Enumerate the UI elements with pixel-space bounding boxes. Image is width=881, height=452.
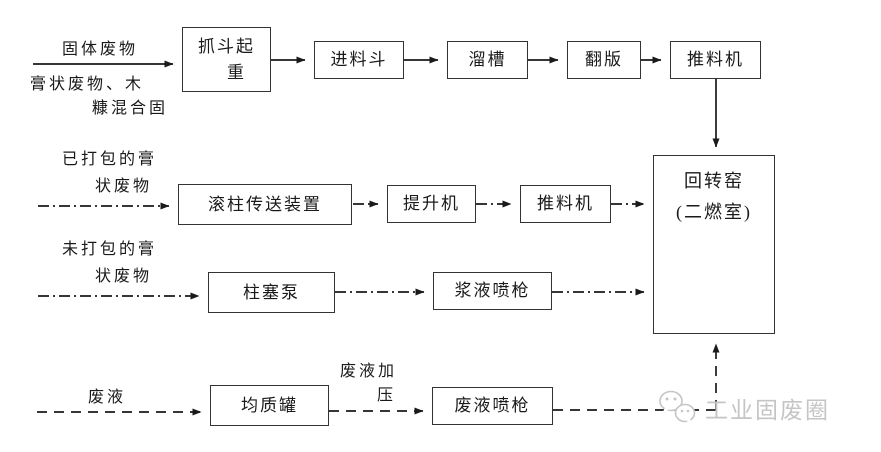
label-paste-wood-line1: 膏状废物、木 bbox=[30, 76, 145, 93]
node-roller-conveyor-label: 滚柱传送装置 bbox=[208, 194, 322, 214]
node-homogenizer-tank: 均质罐 bbox=[210, 385, 329, 426]
node-slurry-spray-gun-label: 浆液喷枪 bbox=[454, 281, 531, 300]
label-unpacked-line2: 状废物 bbox=[95, 268, 153, 285]
node-flip-plate-label: 翻版 bbox=[585, 50, 623, 69]
label-pressurize-line1: 废液加 bbox=[340, 363, 398, 380]
label-paste-wood-line2: 糠混合固 bbox=[92, 100, 169, 117]
node-plunger-pump: 柱塞泵 bbox=[208, 272, 335, 313]
watermark: 工业固废圈 bbox=[655, 389, 830, 426]
node-pusher-1: 推料机 bbox=[670, 41, 761, 79]
node-rotary-kiln-line1: 回转窑 bbox=[684, 171, 744, 191]
node-elevator-label: 提升机 bbox=[403, 194, 460, 213]
node-pusher-2: 推料机 bbox=[520, 185, 611, 223]
node-chute-label: 溜槽 bbox=[468, 50, 507, 69]
label-pressurize-line2: 压 bbox=[377, 387, 397, 404]
node-pusher-2-label: 推料机 bbox=[537, 194, 594, 213]
label-packed-line1: 已打包的膏 bbox=[62, 151, 158, 168]
label-unpacked-line1: 未打包的膏 bbox=[62, 241, 158, 258]
node-feed-hopper-label: 进料斗 bbox=[330, 50, 388, 69]
node-plunger-pump-label: 柱塞泵 bbox=[243, 282, 300, 302]
node-waste-liquid-spray-gun-label: 废液喷枪 bbox=[454, 396, 531, 415]
node-slurry-spray-gun: 浆液喷枪 bbox=[433, 272, 552, 310]
node-chute: 溜槽 bbox=[447, 41, 528, 79]
node-rotary-kiln-line2: (二燃室) bbox=[676, 202, 752, 222]
node-elevator: 提升机 bbox=[387, 185, 476, 223]
label-solid-waste: 固体废物 bbox=[62, 41, 139, 58]
node-feed-hopper: 进料斗 bbox=[314, 41, 404, 79]
label-waste-liquid: 废液 bbox=[88, 389, 127, 406]
label-packed-line2: 状废物 bbox=[95, 178, 153, 195]
node-grab-crane-line2: 重 bbox=[227, 62, 246, 82]
node-waste-liquid-spray-gun: 废液喷枪 bbox=[432, 387, 553, 425]
node-grab-crane: 抓斗起 重 bbox=[182, 27, 271, 92]
node-pusher-1-label: 推料机 bbox=[687, 50, 744, 69]
node-homogenizer-tank-label: 均质罐 bbox=[241, 395, 298, 415]
node-grab-crane-line1: 抓斗起 bbox=[198, 36, 255, 56]
node-roller-conveyor: 滚柱传送装置 bbox=[178, 184, 352, 225]
wechat-icon bbox=[659, 390, 696, 424]
node-flip-plate: 翻版 bbox=[567, 41, 641, 79]
watermark-text: 工业固废圈 bbox=[705, 396, 830, 423]
node-rotary-kiln: 回转窑 (二燃室) bbox=[653, 155, 775, 334]
